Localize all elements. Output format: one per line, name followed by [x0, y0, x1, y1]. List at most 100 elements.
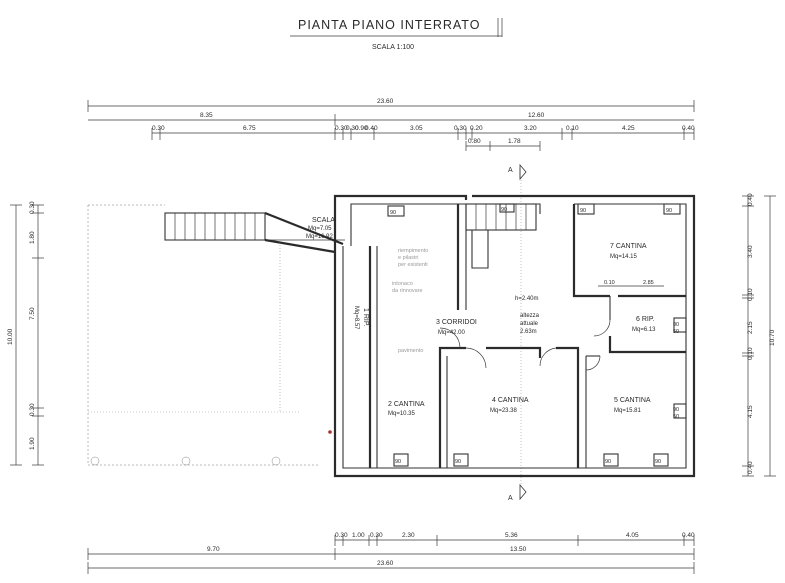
plan-scale: SCALA 1:100: [372, 44, 414, 51]
label-corridoi-mq: Mq=42.00: [438, 330, 466, 336]
dim-bottom-r1-0: 0.30: [335, 532, 348, 539]
label-height-note2: attuale: [520, 321, 539, 327]
label-cantina5: 5 CANTINA: [614, 397, 651, 404]
label-cantina7-mq: Mq=14.15: [610, 254, 638, 260]
dim-top-r4-0: 0.80: [468, 138, 481, 145]
window-label-3: 90: [580, 208, 586, 214]
dim-bottom-r1-5: 4.05: [626, 532, 639, 539]
dim-top-r3-6: 3.05: [410, 125, 423, 132]
dim-top-r3-7: 0.30: [454, 125, 467, 132]
plan-title: PIANTA PIANO INTERRATO: [298, 18, 480, 32]
dim-bottom-r1-3: 2.30: [402, 532, 415, 539]
window-label-12: 90: [655, 459, 661, 465]
label-cantina7: 7 CANTINA: [610, 243, 647, 250]
dim-top-r3-5: 0.40: [365, 125, 378, 132]
dim-right-6: 4.15: [747, 405, 754, 418]
label-cantina2: 2 CANTINA: [388, 401, 425, 408]
dim-bottom-r1-1: 1.00: [352, 532, 365, 539]
dim-right-0: 0.40: [747, 193, 754, 206]
windows: 90 90 90 90 90 50 90 50 90 90 90 90: [387, 203, 687, 467]
top-dimensions: 23.60 8.35 12.60 0.30 6.75 0.30 0.30 0.9…: [87, 98, 695, 151]
dim-top-r3-1: 6.75: [243, 125, 256, 132]
dim-left-3: 10.00: [7, 328, 14, 345]
label-cantina2-mq: Mq=10.35: [388, 411, 416, 417]
dim-top-r3-8: 0.20: [470, 125, 483, 132]
label-rip1: 1 RIP.: [362, 308, 369, 327]
label-cantina7-d1: 0.10: [604, 280, 615, 286]
dim-top-r3-0: 0.30: [152, 125, 165, 132]
window-label-5: 90: [673, 322, 679, 328]
dim-top-12-60: 12.60: [528, 112, 545, 119]
dim-bottom-r1-4: 5.36: [505, 532, 518, 539]
room-labels: SCALA Mq=7.05 Mq=16.92 1 RIP. Mq=8.57 3 …: [306, 217, 664, 417]
section-mark-bottom: A: [508, 495, 513, 502]
ghost-note-2: e pilastri: [398, 255, 418, 261]
red-mark-icon: [328, 430, 332, 434]
section-marks: A A: [508, 163, 527, 502]
dim-top-r4-1: 1.78: [508, 138, 521, 145]
dim-bottom-r2-0: 9.70: [207, 546, 220, 553]
dim-right-2: 0.10: [747, 288, 754, 301]
dim-left-5: 1.90: [29, 437, 36, 450]
dim-top-total: 23.60: [377, 98, 394, 105]
label-scala: SCALA: [312, 217, 335, 224]
label-cantina4: 4 CANTINA: [492, 397, 529, 404]
window-label-9: 90: [395, 459, 401, 465]
dim-top-r3-10: 0.10: [566, 125, 579, 132]
label-cantina5-mq: Mq=15.81: [614, 408, 642, 414]
label-scala-mq2: Mq=16.92: [306, 234, 334, 240]
bottom-dimensions: 0.30 1.00 0.30 2.30 5.36 4.05 0.40 9.70 …: [87, 532, 695, 574]
ghost-note-3: per esistenti: [398, 262, 428, 268]
label-height-value: 2.63m: [520, 329, 537, 335]
window-label-11: 90: [605, 459, 611, 465]
label-rip1-mq: Mq=8.57: [353, 306, 359, 330]
stair-entrance: [164, 211, 345, 254]
label-height: h=2.40m: [515, 296, 539, 302]
right-dimensions: 0.40 3.40 0.10 2.15 0.10 10.70 4.15 0.40: [742, 193, 776, 477]
label-cantina7-d2: 2.85: [643, 280, 654, 286]
label-scala-mq1: Mq=7.05: [308, 226, 332, 232]
dim-right-5: 10.70: [769, 329, 776, 346]
ghost-note-6: pavimento: [398, 348, 423, 354]
faint-notes: riempimento e pilastri per esistenti int…: [392, 248, 428, 354]
dim-top-r3-12: 0.40: [682, 125, 695, 132]
window-label-6: 50: [673, 329, 679, 335]
dim-top-r3-9: 3.20: [524, 125, 537, 132]
dim-right-4: 0.10: [747, 347, 754, 360]
window-label-8: 50: [673, 414, 679, 420]
window-label-2: 90: [501, 207, 507, 213]
dim-left-4: 0.30: [29, 403, 36, 416]
label-height-note1: altezza: [520, 313, 540, 319]
dim-right-3: 2.15: [747, 321, 754, 334]
label-corridoi: 3 CORRIDOI: [436, 319, 477, 326]
label-cantina4-mq: Mq=23.38: [490, 408, 518, 414]
section-mark-top: A: [508, 167, 513, 174]
dim-top-8-35: 8.35: [200, 112, 213, 119]
dim-left-1: 1.80: [29, 231, 36, 244]
dim-bottom-r2-1: 13.50: [510, 546, 527, 553]
dim-left-0: 0.30: [29, 201, 36, 214]
dim-bottom-r1-6: 0.40: [682, 532, 695, 539]
dim-right-1: 3.40: [747, 245, 754, 258]
label-rip6: 6 RIP.: [636, 316, 655, 323]
dim-top-r3-11: 4.25: [622, 125, 635, 132]
label-rip6-mq: Mq=6.13: [632, 327, 656, 333]
dim-bottom-total: 23.60: [377, 560, 394, 567]
ghost-note-1: riempimento: [398, 248, 428, 254]
dim-bottom-r1-2: 0.30: [370, 532, 383, 539]
window-label-1: 90: [390, 210, 396, 216]
dim-left-2: 7.50: [29, 307, 36, 320]
left-dimensions: 0.30 1.80 7.50 10.00 0.30 1.90: [7, 201, 44, 466]
building-walls: [333, 194, 696, 478]
window-label-10: 90: [455, 459, 461, 465]
window-label-4: 90: [666, 208, 672, 214]
dim-top-r3-3: 0.30: [346, 125, 359, 132]
title-block: PIANTA PIANO INTERRATO SCALA 1:100: [290, 18, 503, 51]
dim-top-r3-4: 0.90: [355, 125, 368, 132]
window-label-7: 90: [673, 407, 679, 413]
dim-right-7: 0.40: [747, 461, 754, 474]
ghost-note-5: da rinnovare: [392, 288, 423, 294]
dim-top-r3-2: 0.30: [335, 125, 348, 132]
ghost-note-4: intonaco: [392, 281, 413, 287]
